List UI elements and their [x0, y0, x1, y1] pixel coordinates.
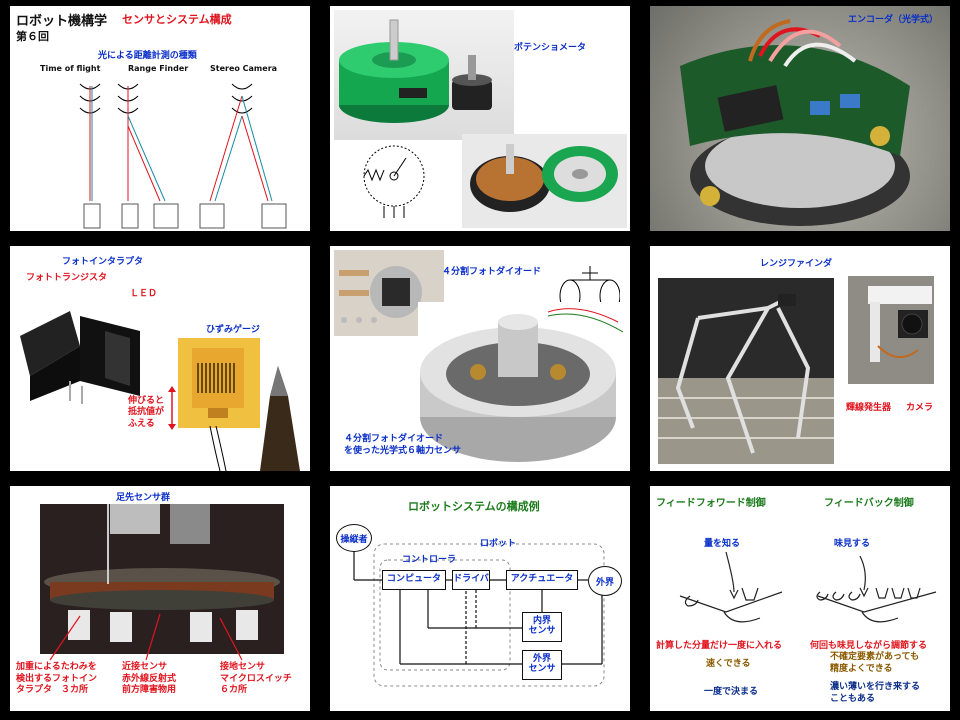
range-method-diagram	[79, 83, 287, 229]
potentiometer-label: ポテンショメータ	[514, 43, 587, 53]
photointerrupter-label: フォトインタラプタ	[62, 257, 144, 267]
fb-adjust: 何回も味見しながら調節する	[810, 641, 928, 651]
strain-note-line3: ふえる	[128, 418, 155, 429]
foot-sensors-title: 足先センサ群	[116, 493, 171, 503]
strain-gauge-photo	[178, 338, 260, 428]
operator-label: 操縦者	[340, 534, 368, 545]
outside-world-label: 外界	[595, 577, 614, 588]
foot-note2-line1: 近接センサ	[122, 662, 168, 672]
fb-oscillate-line2: こともある	[830, 693, 876, 704]
stretch-arrow-icon	[168, 386, 176, 430]
foot-sensor-contact-note: 接地センサ マイクロスイッチ ６カ所	[220, 662, 292, 697]
camera-label: カメラ	[906, 403, 934, 413]
label-stereo-camera: Stereo Camera	[210, 64, 278, 73]
ff-once: 一度で決まる	[704, 687, 759, 697]
slide-force-sensor: ４分割フォトダイオード ４分割フォトダイオード を使った光学式６軸力センサ	[330, 246, 630, 471]
phototransistor-label: フォトトランジスタ	[26, 273, 108, 283]
strain-gauge-label: ひずみゲージ	[206, 325, 260, 335]
foot-sensor-photointerrupter-note: 加重によるたわみを 検出するフォトイン タラプタ ３カ所	[16, 662, 97, 697]
foot-note1-line3: タラプタ ３カ所	[16, 685, 89, 696]
controller-label: コントローラ	[402, 555, 457, 565]
external-sensor-line2: センサ	[528, 664, 556, 674]
range-types-heading: 光による距離計測の種類	[98, 51, 197, 61]
label-tof: Time of flight	[40, 64, 101, 73]
cooking-illustrations	[679, 551, 937, 623]
encoder-label: エンコーダ（光学式）	[848, 15, 939, 25]
system-diagram-lines	[353, 543, 605, 687]
potentiometer-schematic	[363, 145, 425, 218]
label-range-finder: Range Finder	[128, 64, 189, 73]
operator-node: 操縦者	[336, 524, 372, 552]
slide-feedforward-feedback: フィードフォワード制御 フィードバック制御 量を知る 味見する 計算した分量だけ…	[650, 486, 950, 711]
external-sensor-box: 外界 センサ	[522, 650, 562, 680]
slide-encoder: エンコーダ（光学式）	[650, 6, 950, 231]
slide-photointerrupter-strain: フォトインタラプタ フォトトランジスタ ＬＥＤ ひずみゲージ 伸びると 抵抗値が…	[10, 246, 310, 471]
actuator-box: アクチュエータ	[506, 570, 578, 590]
slide-range-finder: レンジファインダ 輝線発生器 カメラ	[650, 246, 950, 471]
feedback-title: フィードバック制御	[824, 498, 914, 509]
foot-sensor-proximity-note: 近接センサ 赤外線反射式 前方障害物用	[122, 662, 176, 697]
strain-note: 伸びると 抵抗値が ふえる	[128, 396, 164, 430]
foot-note3-line3: ６カ所	[220, 685, 248, 696]
foot-note2-line3: 前方障害物用	[122, 685, 177, 696]
force-sensor-caption: ４分割フォトダイオード を使った光学式６軸力センサ	[344, 434, 461, 457]
foot-sensor-photo	[40, 504, 284, 654]
legged-robot-photo	[658, 278, 834, 464]
strain-note-line2: 抵抗値が	[128, 407, 165, 418]
foot-note1-line1: 加重によるたわみを	[16, 662, 97, 672]
led-label: ＬＥＤ	[130, 289, 158, 299]
strain-note-line1: 伸びると	[128, 396, 165, 406]
range-finder-title: レンジファインダ	[760, 259, 833, 269]
encoder-photo	[650, 6, 950, 231]
photointerrupter-photo	[20, 311, 140, 404]
foot-note2-line2: 赤外線反射式	[122, 673, 177, 684]
fb-accurate-line1: 不確定要素があっても	[830, 652, 920, 662]
course-title: ロボット機構学	[16, 14, 108, 29]
range-finder-closeup-photo	[848, 276, 934, 384]
ff-fast: 速くできる	[706, 659, 751, 669]
force-sensor-photo	[418, 302, 630, 471]
feedforward-title: フィードフォワード制御	[656, 498, 766, 509]
slide-potentiometer: ポテンショメータ	[330, 6, 630, 231]
system-diagram-title: ロボットシステムの構成例	[408, 500, 540, 513]
slide-range-measurement: ロボット機構学 センサとシステム構成 第６回 光による距離計測の種類 Time …	[10, 6, 310, 231]
force-caption-line1: ４分割フォトダイオード	[344, 434, 444, 444]
lecture-topic: センサとシステム構成	[122, 13, 232, 26]
fb-accurate-line2: 精度よくできる	[830, 663, 893, 674]
slide-foot-sensors: 足先センサ群 加重によるたわみを 検出するフォトイン タラプタ ３カ所 近接セン…	[10, 486, 310, 711]
fb-accurate: 不確定要素があっても 精度よくできる	[830, 652, 919, 675]
foot-note3-line2: マイクロスイッチ	[220, 673, 292, 684]
strain-gauge-leads	[209, 426, 227, 471]
foot-sensor-callout-lines	[49, 613, 243, 661]
fb-oscillate-line1: 濃い薄いを行き来する	[830, 682, 921, 692]
ff-add-once: 計算した分量だけ一度に入れる	[656, 641, 783, 651]
potentiometer-photo-disassembled	[462, 134, 627, 228]
lecture-number: 第６回	[16, 30, 49, 43]
foot-note3-line1: 接地センサ	[220, 662, 266, 672]
potentiometer-photo-top	[334, 10, 514, 140]
line-emitter-label: 輝線発生器	[846, 403, 892, 413]
robot-label: ロボット	[480, 539, 517, 549]
driver-box: ドライバ	[452, 570, 490, 590]
internal-sensor-line1: 内界	[532, 616, 551, 627]
external-sensor-line1: 外界	[532, 654, 551, 665]
pencil-photo	[260, 366, 300, 471]
slide-system-diagram: ロボットシステムの構成例 操縦者 ロボット コントローラ コンピュータ ドライバ…	[330, 486, 630, 711]
internal-sensor-line2: センサ	[528, 626, 556, 636]
foot-note1-line2: 検出するフォトイン	[16, 673, 98, 684]
internal-sensor-box: 内界 センサ	[522, 612, 562, 642]
force-caption-line2: を使った光学式６軸力センサ	[344, 445, 462, 456]
fb-taste: 味見する	[834, 539, 871, 549]
photodiode-label: ４分割フォトダイオード	[442, 267, 542, 277]
computer-box: コンピュータ	[382, 570, 446, 590]
fb-oscillate: 濃い薄いを行き来する こともある	[830, 682, 920, 705]
ff-know-amount: 量を知る	[704, 539, 741, 549]
outside-world-node: 外界	[588, 566, 622, 596]
